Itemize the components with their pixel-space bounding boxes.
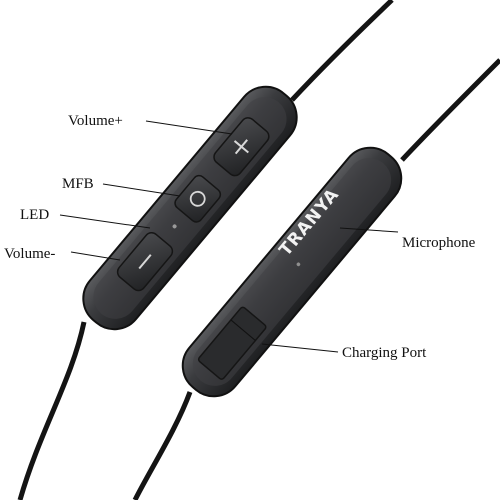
charging-port-slot: [230, 319, 256, 341]
minus-icon: [138, 254, 152, 270]
left-cable-top: [290, 0, 394, 102]
right-cable-bottom: [132, 391, 193, 500]
leader-microphone: [339, 227, 399, 233]
mfb-button[interactable]: [173, 173, 223, 224]
leader-charging-port: [261, 343, 339, 353]
leader-led: [59, 214, 151, 229]
leader-mfb: [102, 183, 181, 197]
label-charging-port: Charging Port: [342, 345, 427, 361]
remote-control-unit: [82, 85, 298, 331]
power-icon: [189, 190, 206, 207]
label-led: LED: [20, 207, 49, 223]
label-volume-up: Volume+: [68, 113, 123, 129]
right-cable-top: [400, 58, 500, 162]
label-volume-down: Volume-: [4, 246, 55, 262]
microphone-hole: [296, 262, 301, 267]
charging-port-cover[interactable]: [197, 306, 267, 380]
led-indicator: [172, 224, 177, 229]
callout-leaders: [59, 120, 399, 353]
plus-icon: [233, 139, 249, 155]
label-mfb: MFB: [62, 176, 94, 192]
leader-volume-up: [145, 120, 233, 135]
battery-mic-unit: [181, 146, 403, 398]
label-microphone: Microphone: [402, 235, 476, 251]
left-cable-bottom: [17, 321, 87, 500]
leader-volume-down: [70, 251, 121, 261]
cables: [17, 0, 500, 500]
